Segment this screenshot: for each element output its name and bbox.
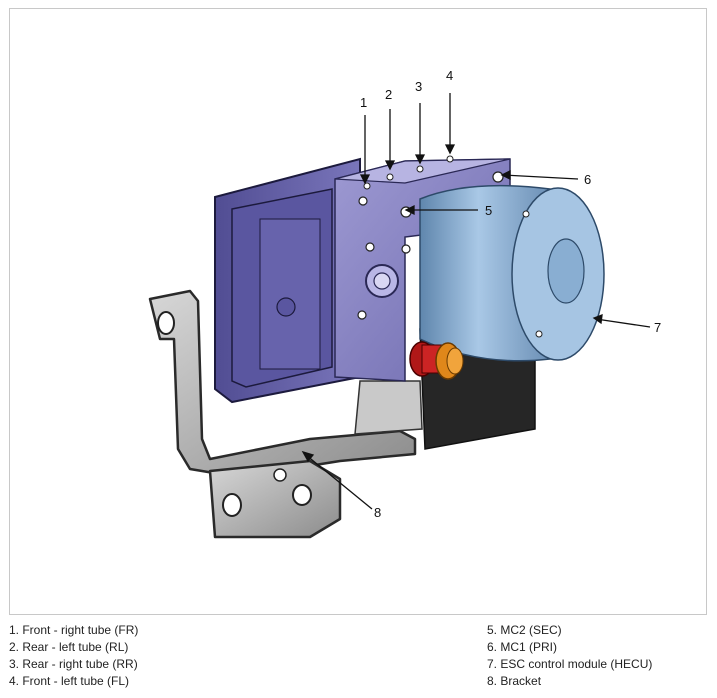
bracket	[148, 289, 423, 539]
callout-3: 3	[415, 79, 422, 94]
callout-4: 4	[446, 68, 453, 83]
port-fitting	[409, 341, 464, 380]
callout-2: 2	[385, 87, 392, 102]
esc-assembly-illustration: 1 2 3 4 5 6 7 8	[148, 68, 661, 539]
legend-item-7: 7. ESC control module (HECU)	[487, 657, 653, 671]
legend-item-5: 5. MC2 (SEC)	[487, 623, 562, 637]
callout-1: 1	[360, 95, 367, 110]
callout-leaders	[301, 93, 651, 510]
legend-item-4: 4. Front - left tube (FL)	[9, 674, 130, 688]
callout-7: 7	[654, 320, 661, 335]
diagram-frame: 1 2 3 4 5 6 7 8	[9, 8, 707, 615]
callout-6: 6	[584, 172, 591, 187]
legend-item-2: 2. Rear - left tube (RL)	[9, 640, 129, 654]
callout-5: 5	[485, 203, 492, 218]
ecu-cover	[214, 157, 361, 404]
legend-item-3: 3. Rear - right tube (RR)	[9, 657, 138, 671]
legend-column-right: 5. MC2 (SEC) 6. MC1 (PRI) 7. ESC control…	[487, 622, 652, 690]
pump-motor	[419, 184, 605, 362]
legend-column-left: 1. Front - right tube (FR) 2. Rear - lef…	[9, 622, 138, 690]
legend-item-8: 8. Bracket	[487, 674, 542, 688]
callout-8: 8	[374, 505, 381, 520]
parts-legend: 1. Front - right tube (FR) 2. Rear - lef…	[9, 622, 707, 694]
legend-item-6: 6. MC1 (PRI)	[487, 640, 558, 654]
legend-item-1: 1. Front - right tube (FR)	[9, 623, 139, 637]
